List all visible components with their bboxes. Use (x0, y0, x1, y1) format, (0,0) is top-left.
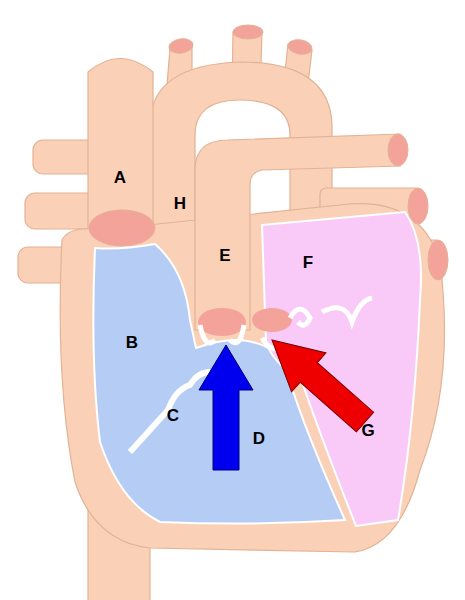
vessel-end (168, 37, 194, 54)
valve (198, 308, 246, 336)
valve-leaflet (130, 372, 210, 452)
vessel-end (233, 25, 263, 39)
flow-arrow (255, 320, 382, 441)
vessel-end (428, 240, 448, 280)
heart-wall (60, 204, 444, 552)
vessel-end (388, 134, 408, 166)
valve (252, 308, 292, 332)
part-label: D (253, 430, 265, 447)
part-label: H (174, 195, 186, 212)
vessel-end (408, 188, 428, 224)
part-label: F (303, 254, 313, 271)
valve-leaflet (200, 325, 244, 343)
valve-leaflet (290, 298, 372, 325)
vessel-end (89, 210, 155, 246)
part-label: E (219, 247, 230, 264)
flow-arrow (199, 345, 253, 470)
part-label: C (167, 407, 179, 424)
part-label: G (361, 422, 374, 439)
part-label: A (114, 169, 126, 186)
part-label: B (126, 334, 138, 351)
vessel-end (287, 38, 313, 56)
